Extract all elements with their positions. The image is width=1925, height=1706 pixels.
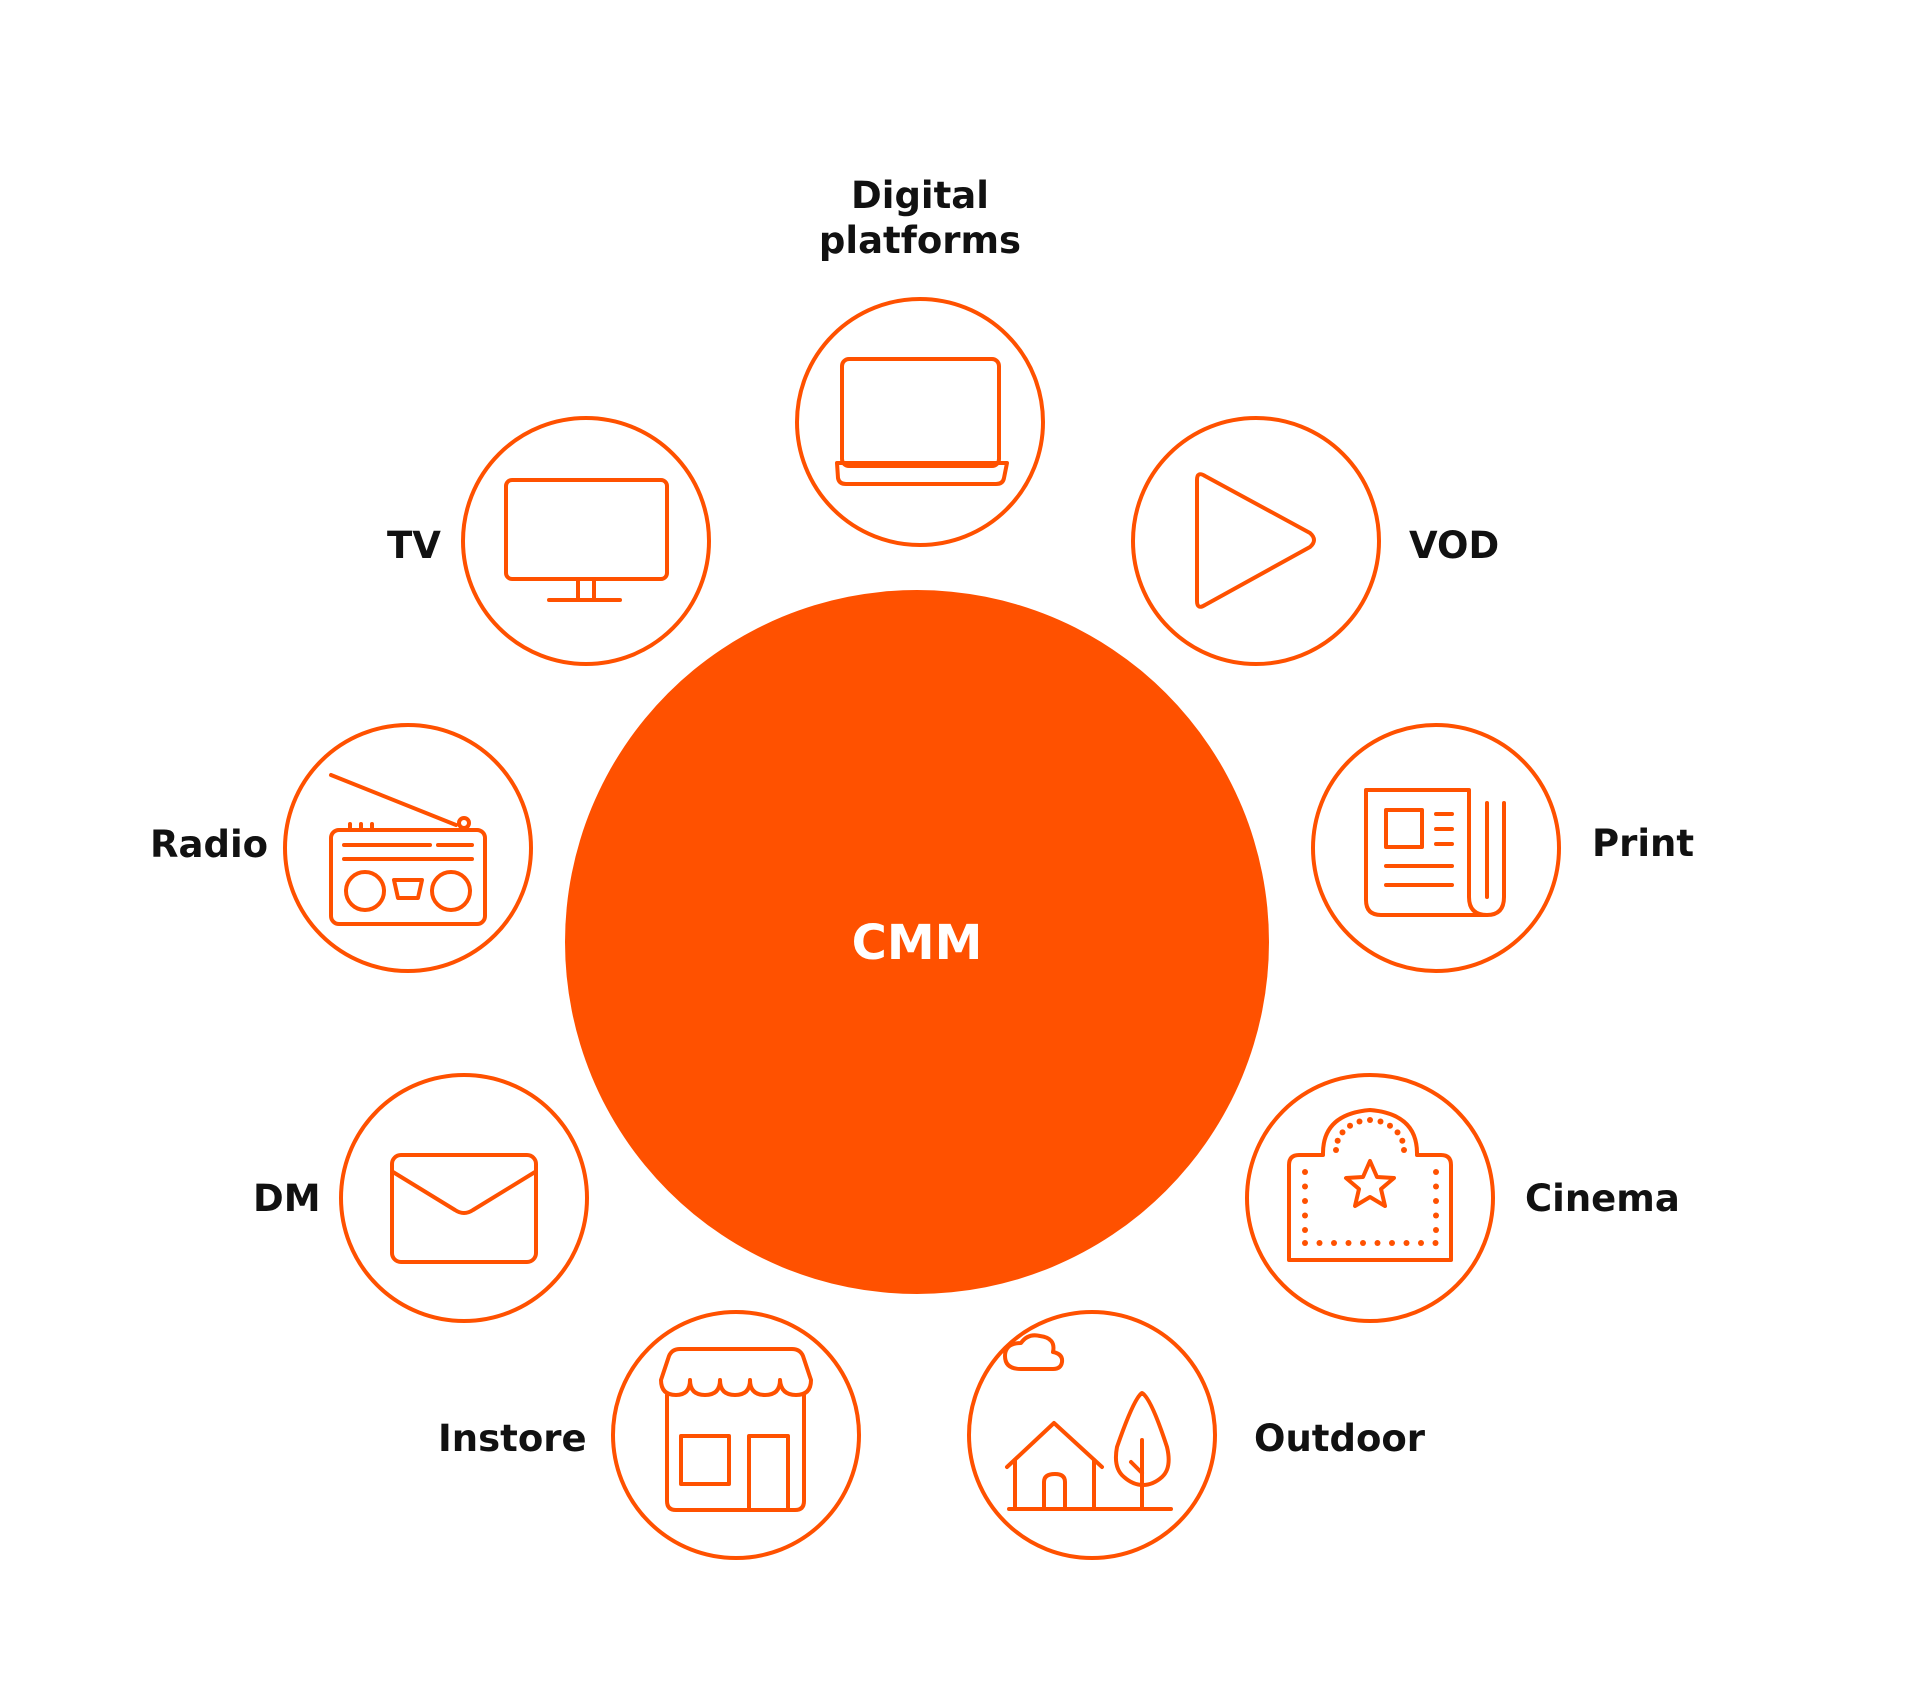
tv-icon bbox=[504, 478, 669, 602]
marquee-light-dot bbox=[1302, 1198, 1308, 1204]
node-ring bbox=[795, 297, 1045, 547]
label-tv: TV bbox=[387, 524, 441, 567]
node-digital-platforms: Digital platforms bbox=[795, 174, 1045, 547]
node-ring bbox=[339, 1073, 589, 1323]
marquee-light-dot bbox=[1347, 1122, 1354, 1129]
marquee-light-dot bbox=[1333, 1147, 1339, 1153]
label-outdoor: Outdoor bbox=[1254, 1417, 1426, 1460]
radio-icon bbox=[329, 773, 487, 926]
marquee-light-dot bbox=[1401, 1147, 1407, 1153]
node-ring bbox=[1131, 416, 1381, 666]
label-print: Print bbox=[1592, 822, 1694, 865]
marquee-light-dot bbox=[1386, 1122, 1393, 1129]
newspaper-icon bbox=[1364, 788, 1506, 917]
node-instore: Instore bbox=[438, 1310, 861, 1560]
laptop-icon bbox=[835, 357, 1009, 486]
marquee-light-dot bbox=[1433, 1198, 1439, 1204]
marquee-light-dot bbox=[1433, 1227, 1439, 1233]
center-circle bbox=[565, 590, 1269, 1294]
node-radio: Radio bbox=[150, 723, 533, 973]
marquee-light-dot bbox=[1360, 1240, 1366, 1246]
node-ring bbox=[611, 1310, 861, 1560]
marquee-light-dot bbox=[1399, 1137, 1406, 1144]
cinema-marquee-icon bbox=[1287, 1108, 1453, 1262]
marquee-light-dot bbox=[1302, 1183, 1308, 1190]
label-instore: Instore bbox=[438, 1417, 587, 1460]
marquee-light-dot bbox=[1345, 1240, 1352, 1246]
label-radio: Radio bbox=[150, 823, 268, 866]
house-tree-icon bbox=[1003, 1333, 1173, 1511]
marquee-light-dot bbox=[1433, 1183, 1439, 1190]
marquee-light-dot bbox=[1334, 1137, 1341, 1144]
label-vod: VOD bbox=[1409, 524, 1499, 567]
node-print: Print bbox=[1311, 723, 1694, 973]
marquee-light-dot bbox=[1403, 1240, 1410, 1246]
marquee-light-dot bbox=[1418, 1240, 1424, 1246]
play-icon bbox=[1195, 472, 1316, 609]
marquee-light-dot bbox=[1394, 1129, 1401, 1136]
marquee-light-dot bbox=[1356, 1118, 1363, 1125]
label-cinema: Cinema bbox=[1525, 1177, 1680, 1220]
marquee-light-dot bbox=[1339, 1129, 1346, 1136]
node-ring bbox=[283, 723, 533, 973]
marquee-light-dot bbox=[1389, 1240, 1395, 1246]
center-node: CMM bbox=[565, 590, 1269, 1294]
marquee-light-dot bbox=[1331, 1240, 1337, 1246]
node-ring bbox=[1311, 723, 1561, 973]
marquee-light-dot bbox=[1316, 1240, 1323, 1246]
marquee-light-dot bbox=[1367, 1117, 1373, 1123]
node-ring bbox=[461, 416, 711, 666]
marquee-light-dot bbox=[1302, 1227, 1308, 1233]
marquee-light-dot bbox=[1302, 1212, 1308, 1219]
node-vod: VOD bbox=[1131, 416, 1499, 666]
marquee-light-dot bbox=[1302, 1169, 1308, 1175]
node-tv: TV bbox=[387, 416, 711, 666]
node-outdoor: Outdoor bbox=[967, 1310, 1426, 1560]
marquee-light-dot bbox=[1433, 1169, 1439, 1175]
center-label: CMM bbox=[852, 915, 983, 971]
marquee-light-dot bbox=[1433, 1212, 1439, 1219]
marquee-lights bbox=[1302, 1117, 1439, 1246]
node-ring bbox=[967, 1310, 1217, 1560]
envelope-icon bbox=[390, 1153, 538, 1264]
label-digital-line1: Digital bbox=[851, 174, 989, 217]
label-digital-line2: platforms bbox=[819, 219, 1021, 262]
marquee-light-dot bbox=[1374, 1240, 1381, 1246]
node-cinema: Cinema bbox=[1245, 1073, 1680, 1323]
storefront-icon bbox=[659, 1347, 813, 1512]
node-dm: DM bbox=[253, 1073, 589, 1323]
marquee-light-dot bbox=[1302, 1240, 1308, 1246]
marquee-light-dot bbox=[1377, 1118, 1384, 1125]
marquee-light-dot bbox=[1432, 1240, 1439, 1246]
label-dm: DM bbox=[253, 1177, 321, 1220]
